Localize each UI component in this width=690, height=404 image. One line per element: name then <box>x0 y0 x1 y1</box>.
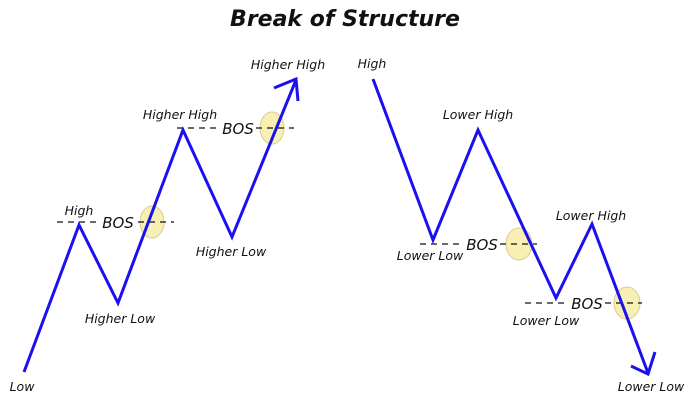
label-bos: BOS <box>222 120 254 138</box>
bos-highlight-circle <box>505 227 533 261</box>
bullish-structure: Low High BOS Higher Low Higher High BOS … <box>10 57 326 394</box>
label-high: High <box>65 203 94 218</box>
label-lower-low: Lower Low <box>513 313 580 328</box>
label-bos: BOS <box>102 214 134 232</box>
label-bos: BOS <box>466 236 498 254</box>
label-higher-high: Higher High <box>251 57 325 72</box>
label-low: Low <box>10 379 36 394</box>
uptrend-line <box>22 79 298 373</box>
label-lower-high: Lower High <box>443 107 513 122</box>
downtrend-arrow-icon <box>630 351 657 377</box>
diagram-title: Break of Structure <box>230 7 460 32</box>
label-high: High <box>358 56 387 71</box>
bearish-structure: High Lower High Lower Low BOS Lower High… <box>358 56 685 394</box>
downtrend-line <box>371 78 650 374</box>
label-higher-high: Higher High <box>143 107 217 122</box>
uptrend-arrow-icon <box>273 76 300 102</box>
label-higher-low: Higher Low <box>196 244 267 259</box>
label-higher-low: Higher Low <box>85 311 156 326</box>
label-lower-low: Lower Low <box>618 379 685 394</box>
label-bos: BOS <box>571 295 603 313</box>
label-lower-low: Lower Low <box>397 248 464 263</box>
label-lower-high: Lower High <box>556 208 626 223</box>
